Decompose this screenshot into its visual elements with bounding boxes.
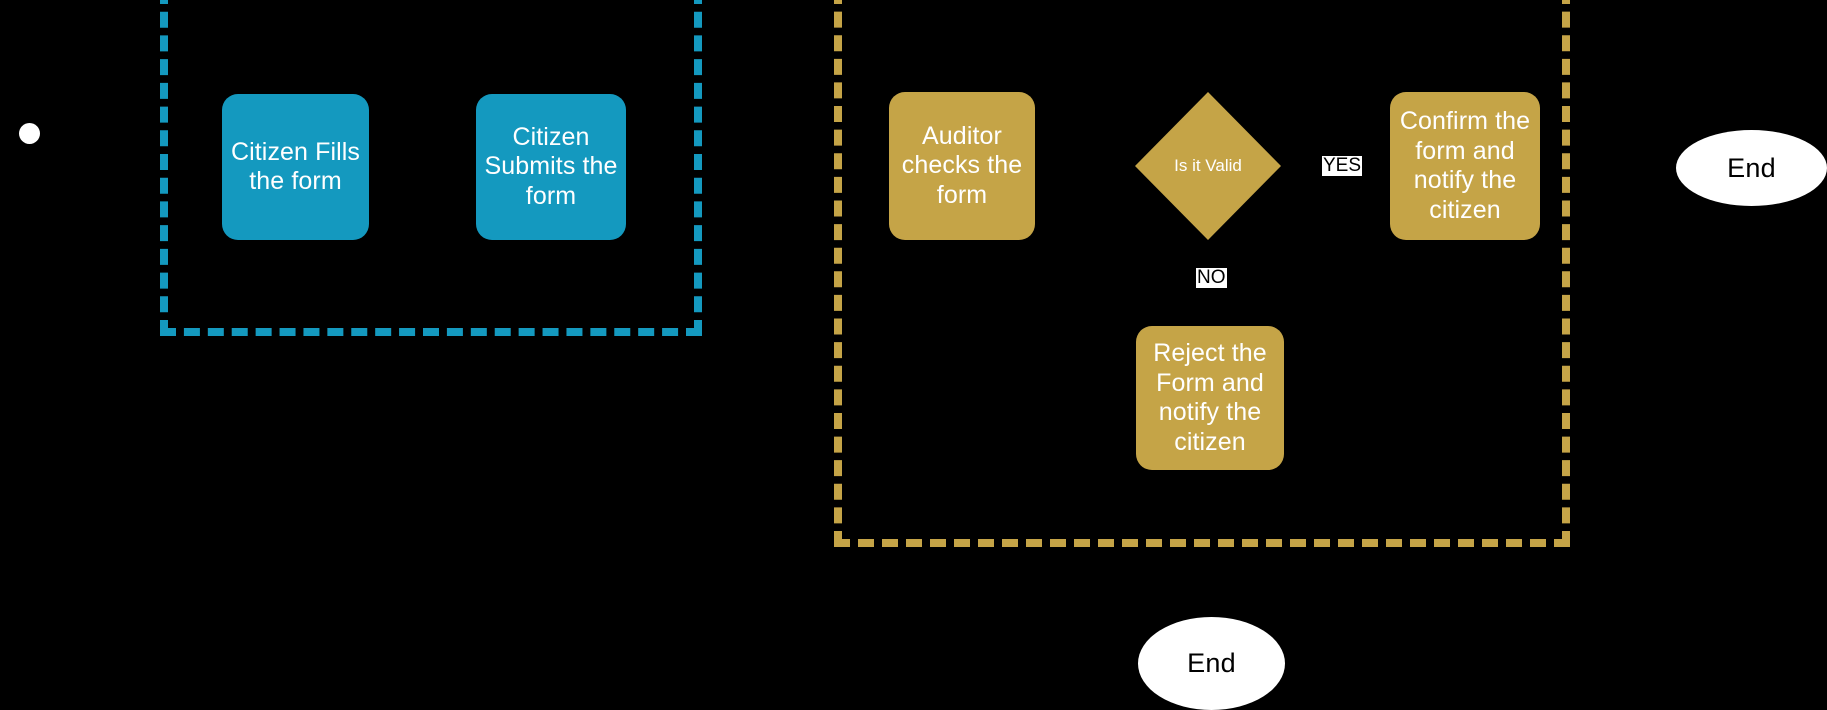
task-citizen-fills-form[interactable]: Citizen Fills the form [222, 94, 369, 240]
edge-label-no: NO [1196, 267, 1227, 288]
task-auditor-checks-form[interactable]: Auditor checks the form [889, 92, 1035, 240]
start-event-node[interactable] [19, 123, 40, 144]
task-citizen-submits-form[interactable]: Citizen Submits the form [476, 94, 626, 240]
decision-is-it-valid[interactable]: Is it Valid [1135, 92, 1281, 240]
end-event-approved[interactable]: End [1676, 130, 1827, 206]
citizen-phase-container [160, 0, 702, 336]
decision-label: Is it Valid [1174, 155, 1242, 175]
task-confirm-form-notify-citizen[interactable]: Confirm the form and notify the citizen [1390, 92, 1540, 240]
task-reject-form-notify-citizen[interactable]: Reject the Form and notify the citizen [1136, 326, 1284, 470]
end-event-rejected[interactable]: End [1138, 617, 1285, 710]
auditor-phase-container [834, 0, 1570, 547]
edge-label-yes: YES [1322, 155, 1363, 176]
